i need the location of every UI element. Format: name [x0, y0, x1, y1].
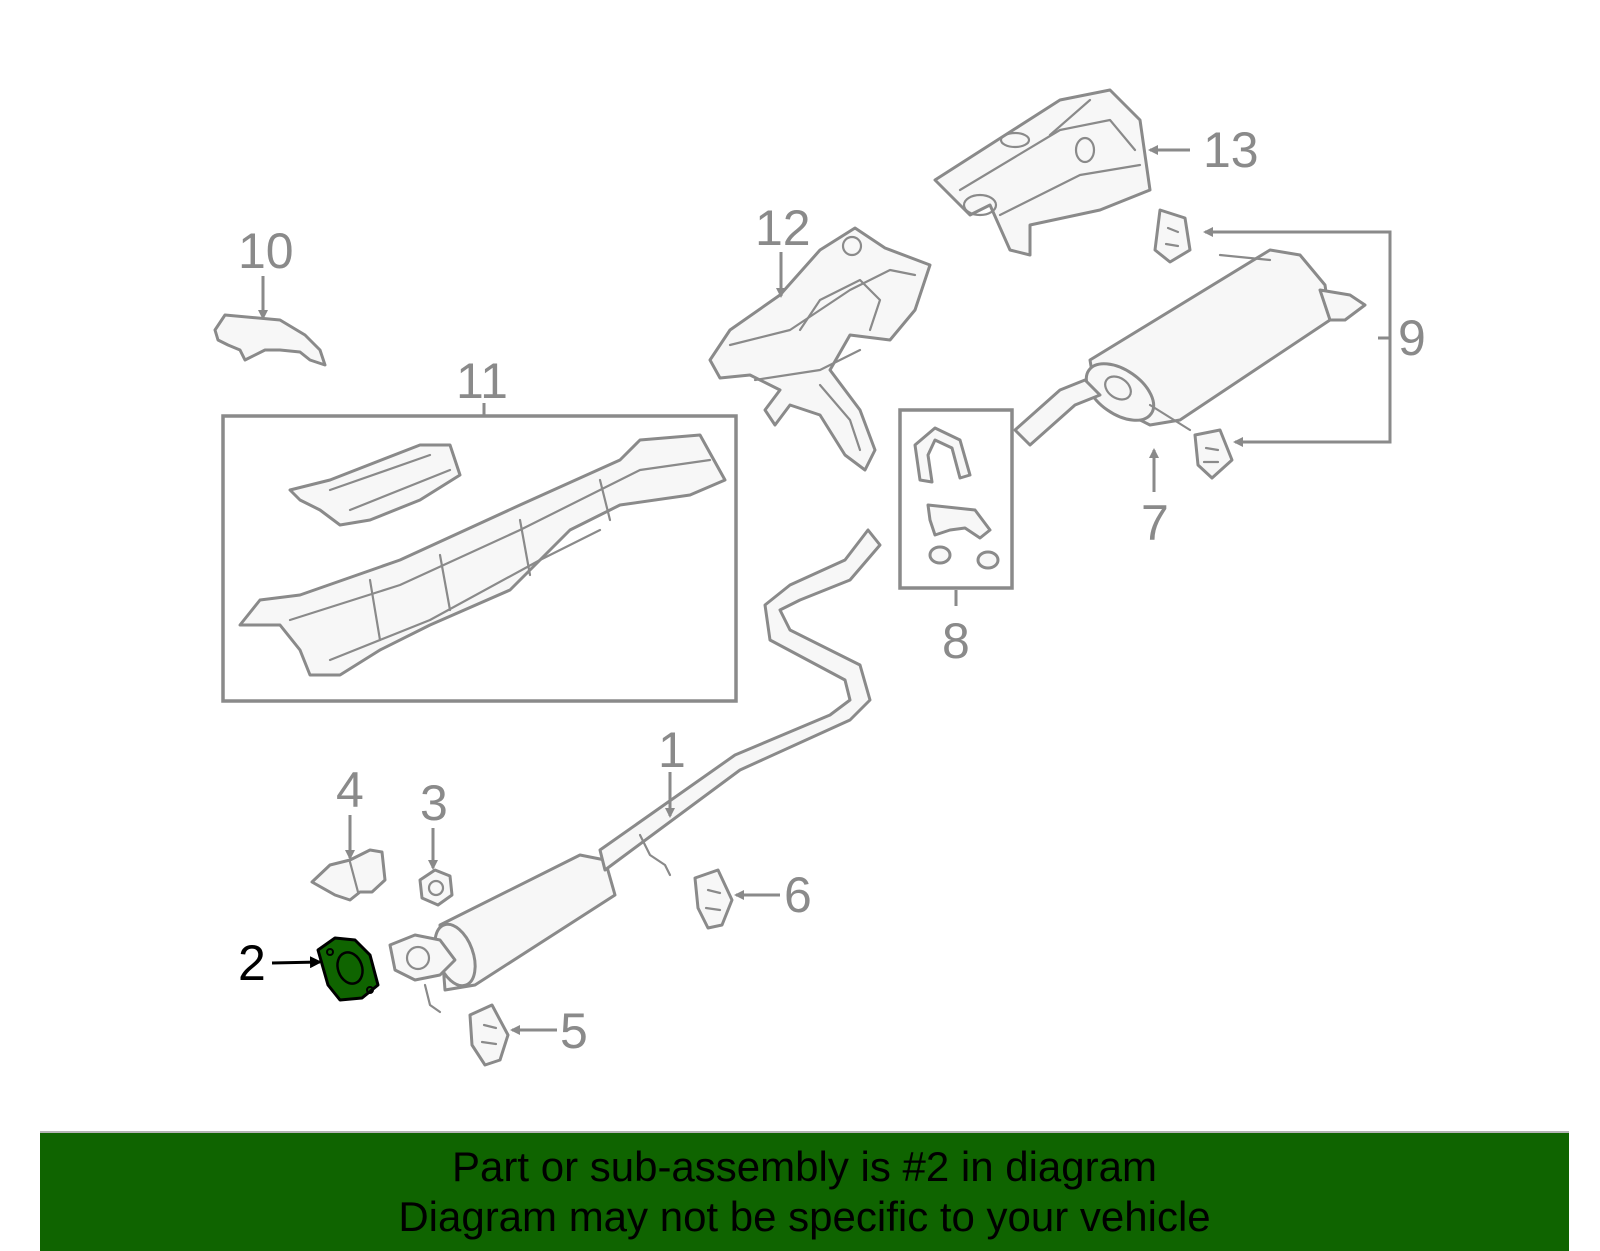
callout-3: 3 — [420, 775, 448, 831]
callout-4: 4 — [336, 762, 364, 818]
callout-2-highlighted: 2 — [238, 935, 266, 991]
leader-lines — [258, 145, 1392, 1035]
part-9-hanger-upper — [1153, 208, 1192, 264]
callout-7: 7 — [1141, 495, 1169, 551]
callout-5: 5 — [560, 1003, 588, 1059]
part-5-hanger — [468, 1003, 510, 1067]
part-13-rear-heat-shield — [933, 88, 1152, 257]
callout-11: 11 — [456, 353, 508, 409]
banner-line-2: Diagram may not be specific to your vehi… — [398, 1193, 1211, 1240]
callout-10: 10 — [238, 223, 294, 279]
part-8-clamp-kit — [898, 408, 1014, 590]
callout-13: 13 — [1203, 122, 1259, 178]
callout-1: 1 — [658, 722, 686, 778]
part-4-bracket — [310, 848, 387, 902]
callout-6: 6 — [784, 867, 812, 923]
part-6-hanger — [693, 868, 734, 930]
part-12-front-heat-shield — [708, 226, 932, 472]
banner-line-1: Part or sub-assembly is #2 in diagram — [452, 1143, 1157, 1190]
part-1-front-pipe — [388, 528, 882, 1014]
part-11-heat-shield-set — [221, 414, 738, 703]
callout-9: 9 — [1398, 310, 1426, 366]
callout-12: 12 — [755, 200, 811, 256]
part-10-bracket — [213, 313, 327, 367]
part-2-flange-gasket — [316, 936, 380, 1002]
part-9-rear-muffler — [1013, 208, 1367, 480]
info-banner: Part or sub-assembly is #2 in diagram Di… — [40, 1131, 1569, 1251]
part-9-hanger-lower — [1193, 428, 1234, 480]
callout-8: 8 — [942, 613, 970, 669]
part-3-nut — [418, 868, 454, 907]
